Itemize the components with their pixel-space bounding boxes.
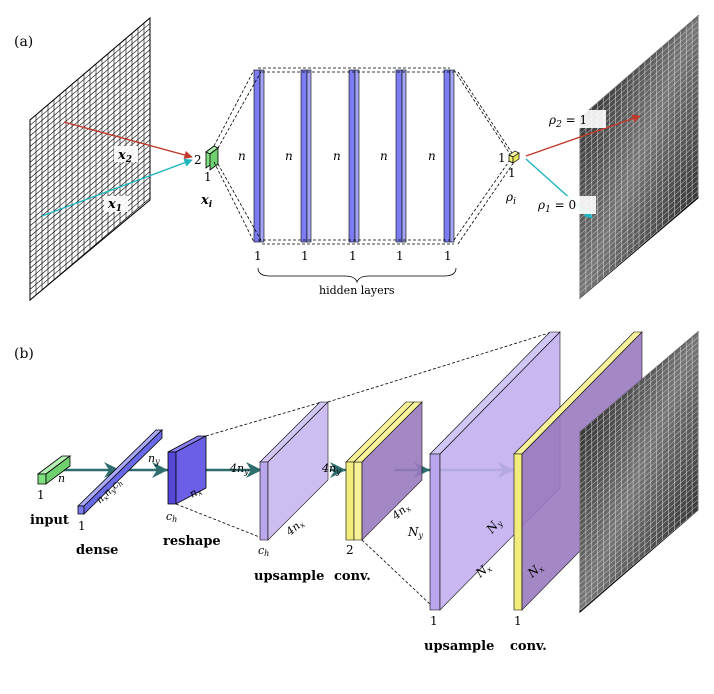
reshape-label: reshape [163,534,221,549]
up1-ch: ch [258,544,269,558]
reshape-block [167,435,207,505]
x1-label: x1 [107,197,122,214]
hidden-layer-3 [348,69,360,243]
up1-4ny-right: 4ny [321,462,341,476]
flow-head-1 [152,462,168,478]
input-block-b [36,455,72,485]
rho2-label: ρ2 = 1 [548,113,587,130]
svg-text:n: n [380,149,388,163]
rho2-arrow [525,114,641,157]
hidden-envelope [213,67,515,245]
up2-1: 1 [430,614,438,628]
panel-b-label: (b) [14,346,34,362]
proj-reshape-up1 [175,401,323,539]
layer-width-labels: n n n n n [238,149,436,163]
dense-size: nxnych [94,477,125,507]
svg-text:n: n [238,149,246,163]
dense-1: 1 [78,519,86,533]
svg-text:n: n [285,149,293,163]
svg-text:n: n [428,149,436,163]
svg-text:1: 1 [301,249,309,263]
output-node-a [508,150,520,164]
conv1-2: 2 [346,543,354,557]
hidden-layer-1 [253,69,265,243]
conv1-label: conv. [334,569,371,584]
hidden-layers-brace [257,267,457,284]
input-node-a [205,145,219,171]
flow-head-3 [330,462,346,478]
conv2-label: conv. [510,639,547,654]
svg-text:1: 1 [444,249,452,263]
out-dim-1b: 1 [508,166,516,180]
rho1-label: ρ1 = 0 [537,198,576,215]
hidden-layers [253,69,455,243]
input-grid-a [29,16,151,302]
x2-arrow [63,121,193,160]
input-label: input [30,513,69,528]
upsample1-block [259,401,329,541]
input-n: n [58,472,65,485]
out-dim-1a: 1 [498,151,506,165]
svg-text:1: 1 [349,249,357,263]
hidden-layer-5 [443,69,455,243]
panel-a-label: (a) [14,34,33,50]
reshape-ny: ny [148,452,160,466]
layer-bottom-labels: 1 1 1 1 1 [254,249,452,263]
svg-text:1: 1 [396,249,404,263]
up2-Ny: Ny [407,525,424,540]
hidden-layers-label: hidden layers [319,284,395,297]
input-dim-1: 1 [204,170,212,184]
dense-label: dense [76,543,118,558]
svg-text:1: 1 [254,249,262,263]
upsample2-block [429,331,561,611]
reshape-ch: ch [166,510,177,524]
rho-i-label: ρi [505,190,516,207]
conv2-1: 1 [514,614,522,628]
hidden-layer-2 [300,69,312,243]
flow-head-2 [246,462,262,478]
x1-arrow [41,158,193,217]
input-dim-2: 2 [194,153,202,167]
up1-4ny: 4ny [229,462,249,476]
input-1: 1 [37,488,45,502]
proj-conv1-up2 [327,331,553,607]
svg-text:n: n [333,149,341,163]
output-grid-b [579,330,699,614]
conv1-block [345,401,423,541]
output-grid-a [579,14,699,300]
up1-label: upsample [254,569,324,584]
x2-label: x2 [117,148,132,165]
xi-label: xi [200,193,213,210]
up2-label: upsample [424,639,494,654]
flow-head-0 [104,462,120,478]
hidden-layer-4 [395,69,407,243]
dense-block [77,429,163,515]
